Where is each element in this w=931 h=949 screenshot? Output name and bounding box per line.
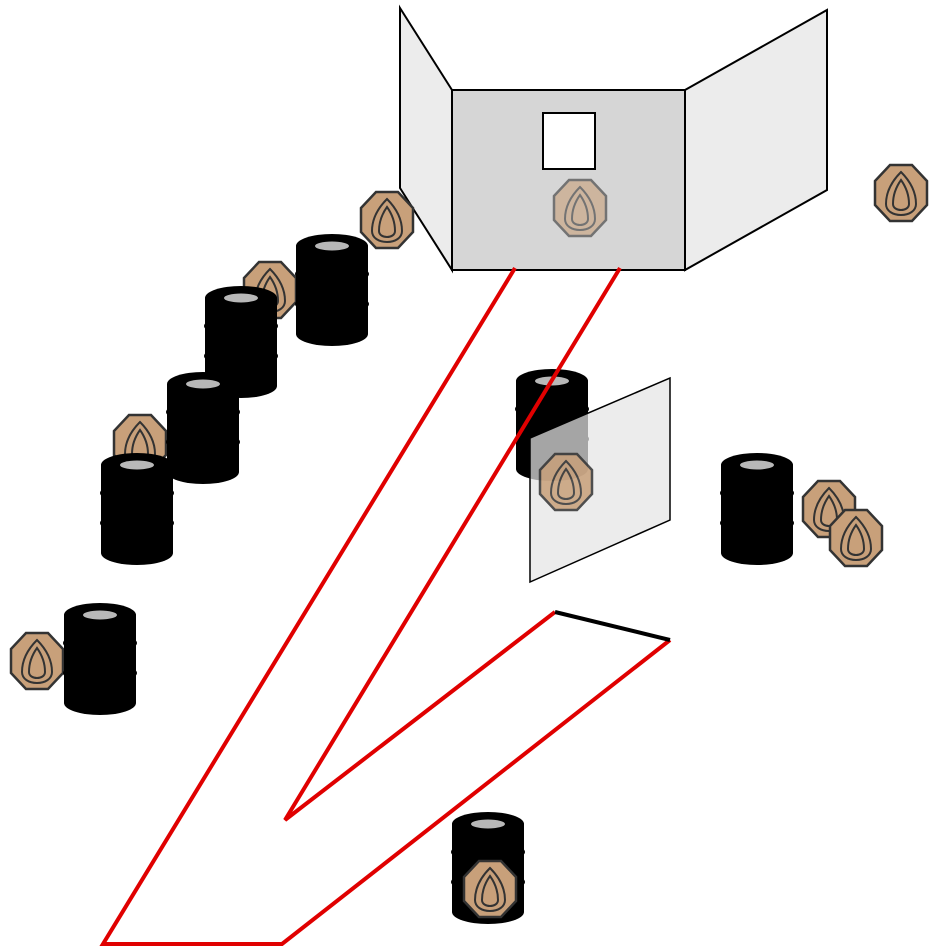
barrel-left-4	[100, 453, 174, 565]
barrel-lower-left	[63, 603, 137, 715]
back-wall-right-wing	[684, 8, 828, 272]
target-lower-left	[9, 631, 65, 691]
back-wall-barrier	[399, 4, 828, 274]
target-behind-wall	[552, 178, 608, 238]
barrel-right	[720, 453, 794, 565]
start-line	[554, 610, 671, 642]
target-left-row-top	[359, 190, 415, 250]
barrel-left-1	[295, 234, 369, 346]
target-right-front	[828, 508, 884, 568]
back-wall-window	[542, 112, 596, 170]
target-bottom	[462, 859, 518, 919]
middle-see-through-panel	[529, 376, 671, 584]
fault-line-outer	[99, 266, 672, 946]
target-through-panel	[538, 452, 594, 512]
barrel-left-3	[166, 372, 240, 484]
shooting-area-fault-lines	[99, 266, 672, 946]
fault-line-inner	[283, 266, 622, 822]
target-far-right	[873, 163, 929, 223]
